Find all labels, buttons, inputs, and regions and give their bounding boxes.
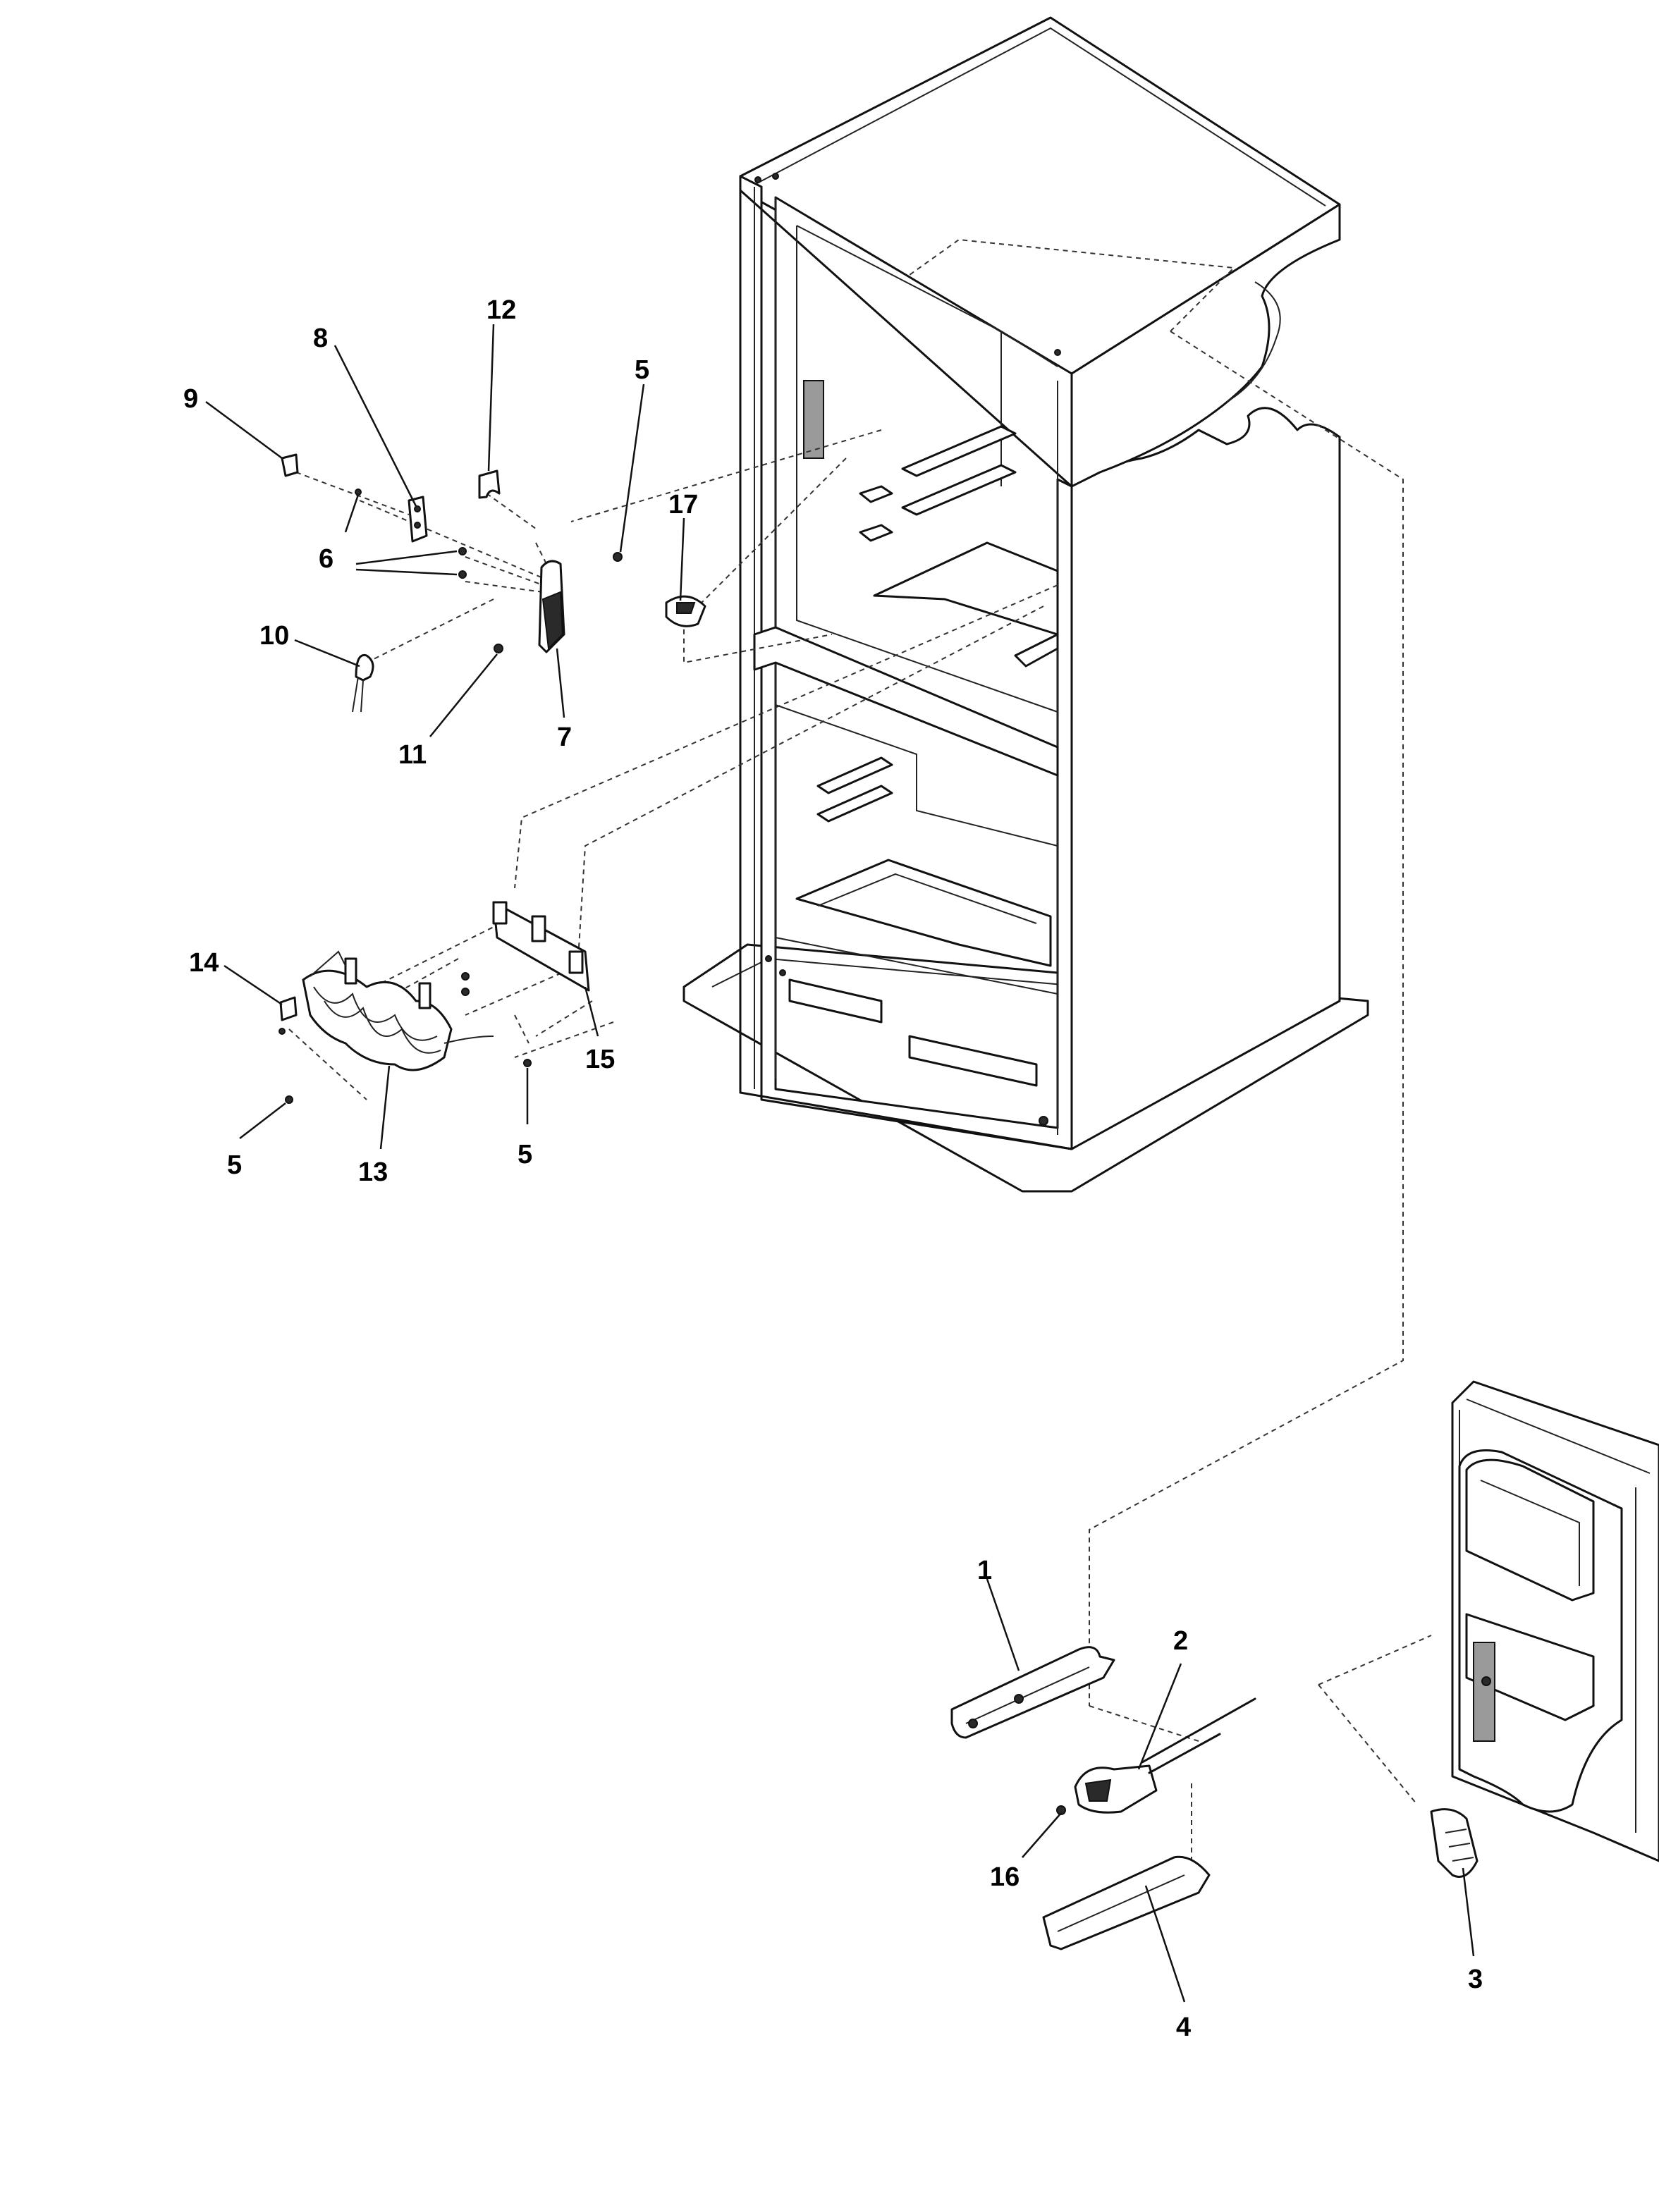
callout-5-top: 5 xyxy=(635,355,649,385)
callout-labels: 9 8 12 5 6 10 11 7 17 14 15 5 13 5 1 2 1… xyxy=(183,295,1483,2042)
leader-lines xyxy=(205,324,1475,2003)
dispenser-parts xyxy=(950,1646,1479,1950)
heater-parts xyxy=(278,901,590,1104)
callout-10: 10 xyxy=(259,621,289,651)
callout-5-right: 5 xyxy=(518,1140,532,1169)
callout-6: 6 xyxy=(319,544,333,574)
part-10 xyxy=(355,653,374,682)
callout-4: 4 xyxy=(1176,2013,1191,2042)
refrigerator-door xyxy=(1451,1380,1659,1862)
callout-2: 2 xyxy=(1173,1626,1188,1656)
callout-14: 14 xyxy=(189,948,219,978)
callout-9: 9 xyxy=(183,384,198,414)
callout-1: 1 xyxy=(977,1556,992,1585)
callout-11: 11 xyxy=(398,740,427,770)
part-9 xyxy=(281,453,299,477)
refrigerator-cabinet xyxy=(682,16,1369,1193)
hinge-parts xyxy=(281,453,706,713)
callout-3: 3 xyxy=(1468,1965,1483,1994)
part-5-screw-top xyxy=(613,552,623,562)
part-16 xyxy=(1056,1805,1066,1815)
part-15 xyxy=(492,901,590,992)
freezer-floor xyxy=(795,859,1052,967)
part-11 xyxy=(494,644,503,653)
callout-8: 8 xyxy=(313,324,328,353)
callout-7: 7 xyxy=(557,723,572,752)
callout-16: 16 xyxy=(990,1862,1020,1892)
callout-15: 15 xyxy=(585,1045,615,1074)
callout-12: 12 xyxy=(486,295,516,325)
callout-13: 13 xyxy=(358,1157,388,1187)
part-12 xyxy=(478,469,501,499)
part-8 xyxy=(408,496,428,543)
part-14 xyxy=(279,996,298,1021)
part-3 xyxy=(1430,1808,1479,1878)
assembly-lines xyxy=(288,238,1432,1875)
cabinet-right-upper xyxy=(1070,203,1341,488)
part-4 xyxy=(1042,1855,1211,1950)
mullion xyxy=(753,626,1059,777)
part-13 xyxy=(302,969,453,1071)
callout-5-left: 5 xyxy=(227,1150,242,1180)
callout-17: 17 xyxy=(668,490,698,520)
